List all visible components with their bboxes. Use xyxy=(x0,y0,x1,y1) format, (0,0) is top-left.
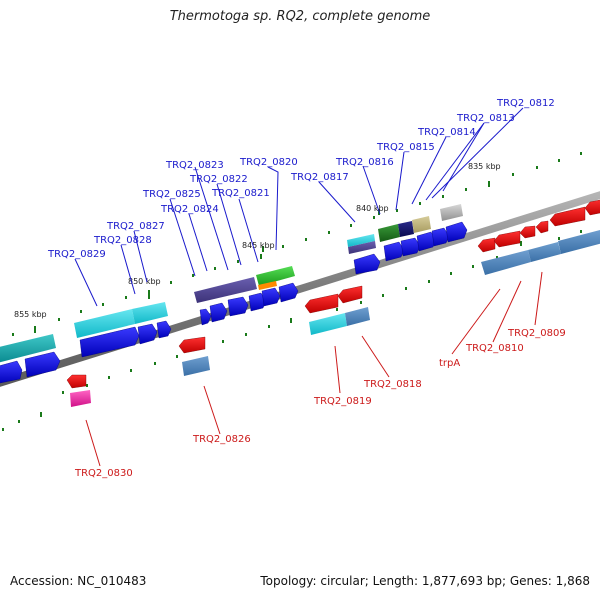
gene-label-trq2-0818[interactable]: TRQ2_0818 xyxy=(363,379,422,390)
cds-arrow xyxy=(24,351,61,378)
forward-feature-blocks xyxy=(0,204,463,363)
cds-arrow xyxy=(304,293,339,314)
kbp-label-835: 835 kbp xyxy=(468,162,501,171)
accession-text: Accession: NC_010483 xyxy=(10,574,147,588)
feature-block-khaki xyxy=(412,216,431,233)
feature-block-navy xyxy=(398,221,414,237)
feature-block-purple xyxy=(194,277,257,303)
gene-label-trq2-0810[interactable]: TRQ2_0810 xyxy=(465,343,524,354)
genome-backbone xyxy=(0,191,600,387)
feature-block-purple-small xyxy=(348,241,376,254)
cds-arrow xyxy=(0,360,23,384)
cds-arrow xyxy=(79,326,140,358)
reverse-cds-arrows xyxy=(66,199,600,389)
kbp-label-845: 845 kbp xyxy=(242,241,275,250)
gene-label-trq2-0828[interactable]: TRQ2_0828 xyxy=(93,235,152,246)
feature-block-green xyxy=(256,266,295,286)
feature-block-teal xyxy=(0,334,56,363)
cds-arrow xyxy=(178,336,206,354)
cds-arrow xyxy=(477,237,496,253)
feature-block-steel xyxy=(528,242,561,262)
reverse-feature-blocks xyxy=(70,230,600,407)
cds-arrow xyxy=(400,237,421,257)
feature-block-cyan-small xyxy=(347,234,375,247)
gene-label-trq2-0816[interactable]: TRQ2_0816 xyxy=(335,157,394,168)
cds-arrow xyxy=(445,221,468,243)
feature-block-darkgreen xyxy=(378,224,400,242)
cds-arrow xyxy=(227,296,249,317)
gene-label-trq2-0820[interactable]: TRQ2_0820 xyxy=(239,157,298,168)
cds-arrow xyxy=(353,253,381,275)
genome-summary-text: Topology: circular; Length: 1,877,693 bp… xyxy=(260,574,590,588)
gene-label-trq2-0813[interactable]: TRQ2_0813 xyxy=(456,113,515,124)
cds-arrow xyxy=(209,302,228,323)
feature-block-cyan xyxy=(74,309,135,338)
cds-arrow xyxy=(584,199,600,216)
feature-block-grey xyxy=(440,204,463,221)
feature-block-cyan xyxy=(132,302,168,324)
kbp-label-855: 855 kbp xyxy=(14,310,47,319)
forward-cds-arrows xyxy=(0,221,468,384)
kbp-label-850: 850 kbp xyxy=(128,277,161,286)
cds-arrow xyxy=(535,220,549,234)
gene-label-trq2-0819[interactable]: TRQ2_0819 xyxy=(313,396,372,407)
feature-block-pink xyxy=(70,390,91,407)
feature-block-steel xyxy=(481,250,531,275)
gene-label-trq2-0814[interactable]: TRQ2_0814 xyxy=(417,127,476,138)
cds-arrow xyxy=(199,308,212,326)
feature-block-orange xyxy=(258,281,277,290)
lower-tick-track xyxy=(2,230,582,431)
cds-arrow xyxy=(156,320,172,339)
cds-arrow xyxy=(337,285,363,304)
cds-arrow xyxy=(549,206,586,227)
cds-arrow xyxy=(261,287,281,307)
kbp-label-840: 840 kbp xyxy=(356,204,389,213)
gene-label-trq2-0821[interactable]: TRQ2_0821 xyxy=(211,188,270,199)
feature-block-steel xyxy=(182,356,210,376)
reverse-leader-lines xyxy=(85,271,543,467)
feature-block-steel xyxy=(345,307,370,326)
gene-label-trq2-0829[interactable]: TRQ2_0829 xyxy=(47,249,106,260)
gene-label-trq2-0815[interactable]: TRQ2_0815 xyxy=(376,142,435,153)
reverse-gene-labels: TRQ2_0809 TRQ2_0810 trpA TRQ2_0818 TRQ2_… xyxy=(74,328,566,479)
forward-gene-labels: TRQ2_0812 TRQ2_0813 TRQ2_0814 TRQ2_0815 … xyxy=(47,98,555,260)
gene-label-trq2-0823[interactable]: TRQ2_0823 xyxy=(165,160,224,171)
forward-leader-lines xyxy=(74,107,524,307)
cds-arrow xyxy=(137,323,158,345)
cds-arrow xyxy=(519,225,536,239)
gene-label-trq2-0825[interactable]: TRQ2_0825 xyxy=(142,189,201,200)
feature-block-cyan xyxy=(309,313,347,335)
map-title: Thermotoga sp. RQ2, complete genome xyxy=(169,9,431,24)
gene-label-trq2-0824[interactable]: TRQ2_0824 xyxy=(160,204,219,215)
cds-arrow xyxy=(66,374,87,389)
cds-arrow xyxy=(493,230,521,248)
gene-label-trq2-0822[interactable]: TRQ2_0822 xyxy=(189,174,248,185)
gene-label-trq2-0817[interactable]: TRQ2_0817 xyxy=(290,172,349,183)
gene-label-trq2-0812[interactable]: TRQ2_0812 xyxy=(496,98,555,109)
gene-label-trq2-0826[interactable]: TRQ2_0826 xyxy=(192,434,251,445)
feature-block-steel xyxy=(558,230,600,254)
gene-label-trq2-0827[interactable]: TRQ2_0827 xyxy=(106,221,165,232)
gene-label-trpa[interactable]: trpA xyxy=(439,358,460,369)
cds-arrow xyxy=(278,282,299,303)
gene-label-trq2-0809[interactable]: TRQ2_0809 xyxy=(507,328,566,339)
gene-label-trq2-0830[interactable]: TRQ2_0830 xyxy=(74,468,133,479)
